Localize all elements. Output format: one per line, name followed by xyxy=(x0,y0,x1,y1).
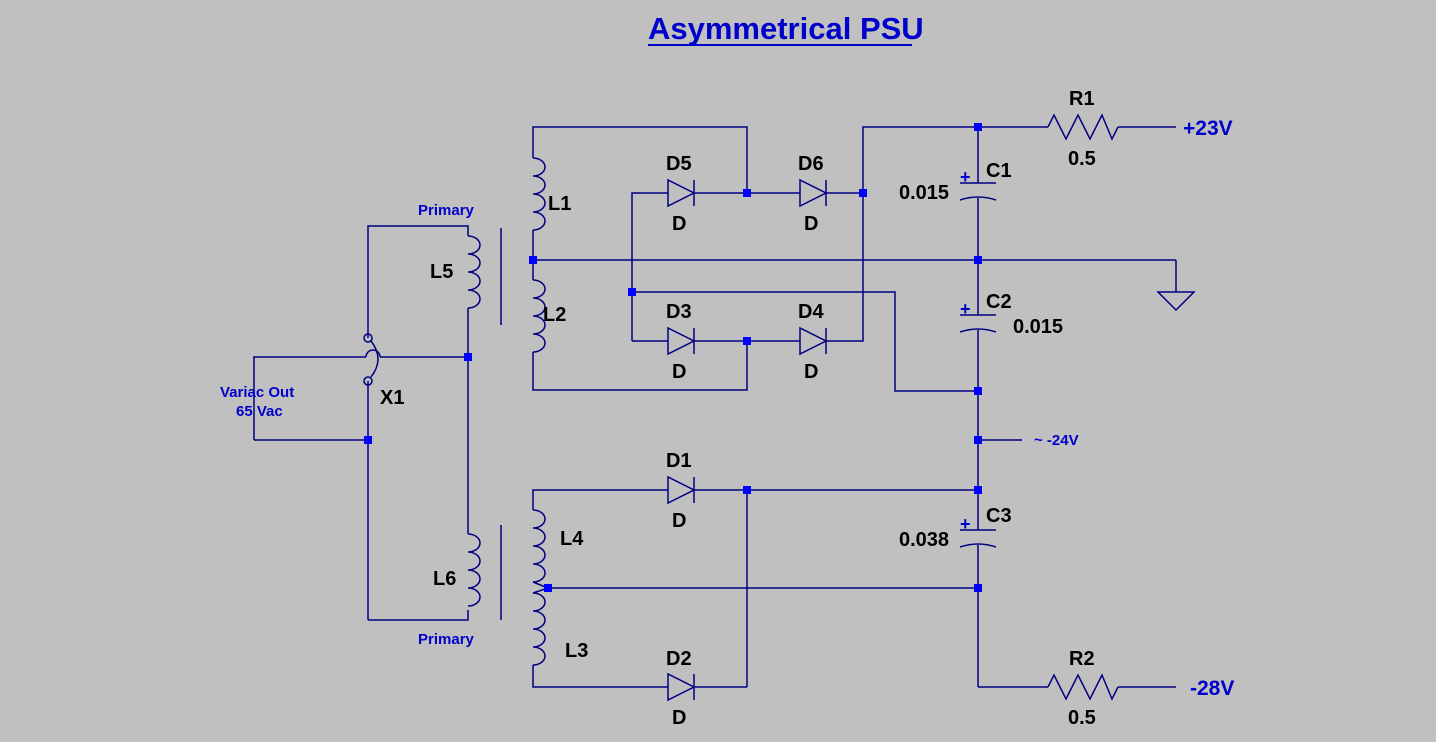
inductor-l5: L5 xyxy=(430,235,481,309)
resistor-r1: R1 0.5 xyxy=(1047,88,1119,170)
diode-d2: D2 D xyxy=(666,648,696,729)
source-label-line2: 65 Vac xyxy=(236,403,283,420)
capacitor-c1-polarity: + xyxy=(960,167,971,187)
inductor-l3: L3 xyxy=(532,592,588,666)
diode-d3: D3 D xyxy=(666,301,696,383)
switch-x1: X1 xyxy=(363,333,404,409)
diode-d2-model: D xyxy=(672,707,686,729)
capacitor-c1-ref: C1 xyxy=(986,160,1012,182)
resistor-r2-value: 0.5 xyxy=(1068,707,1096,729)
diode-d3-model: D xyxy=(672,361,686,383)
diode-d4-ref: D4 xyxy=(798,301,824,323)
inductor-l1: L1 xyxy=(532,157,571,231)
diode-d1: D1 D xyxy=(666,450,696,532)
diode-d6-ref: D6 xyxy=(798,153,824,175)
diode-d1-model: D xyxy=(672,510,686,532)
inductor-l2: L2 xyxy=(532,279,566,353)
net-label-pos-out: +23V xyxy=(1183,117,1233,140)
capacitor-c3-polarity: + xyxy=(960,514,971,534)
capacitor-c2-polarity: + xyxy=(960,299,971,319)
page-title: Asymmetrical PSU xyxy=(648,11,924,46)
junction-nodes xyxy=(364,123,982,592)
inductor-l6: L6 xyxy=(433,533,481,607)
diode-d6: D6 D xyxy=(798,153,828,235)
inductor-l2-label: L2 xyxy=(543,304,566,326)
net-label-mid-tap: ~ -24V xyxy=(1034,432,1079,449)
capacitor-c3-value: 0.038 xyxy=(899,529,949,551)
capacitor-c2: + C2 0.015 xyxy=(959,291,1063,338)
resistor-r2: R2 0.5 xyxy=(1047,648,1119,729)
diode-d5-ref: D5 xyxy=(666,153,692,175)
capacitor-c2-value: 0.015 xyxy=(1013,316,1063,338)
resistor-r1-ref: R1 xyxy=(1069,88,1095,110)
inductor-l6-label: L6 xyxy=(433,568,456,590)
net-label-neg-out: -28V xyxy=(1190,677,1234,700)
inductor-l4-label: L4 xyxy=(560,528,584,550)
inductor-l1-label: L1 xyxy=(548,193,571,215)
resistor-r1-value: 0.5 xyxy=(1068,148,1096,170)
switch-x1-label: X1 xyxy=(380,387,404,409)
diode-d2-ref: D2 xyxy=(666,648,692,670)
capacitor-c3: + C3 0.038 xyxy=(899,505,1012,551)
resistor-r2-ref: R2 xyxy=(1069,648,1095,670)
source-label-line1: Variac Out xyxy=(220,384,294,401)
diode-d4: D4 D xyxy=(798,301,828,383)
diode-d6-model: D xyxy=(804,213,818,235)
capacitor-c1-value: 0.015 xyxy=(899,182,949,204)
diode-d5: D5 D xyxy=(666,153,696,235)
inductor-l4: L4 xyxy=(532,509,584,583)
primary-label-bottom: Primary xyxy=(418,631,475,648)
inductor-l3-label: L3 xyxy=(565,640,588,662)
diode-d4-model: D xyxy=(804,361,818,383)
ground-icon xyxy=(1156,291,1196,312)
capacitor-c3-ref: C3 xyxy=(986,505,1012,527)
inductor-l5-label: L5 xyxy=(430,261,453,283)
primary-label-top: Primary xyxy=(418,202,475,219)
diode-d5-model: D xyxy=(672,213,686,235)
capacitor-c2-ref: C2 xyxy=(986,291,1012,313)
diode-d3-ref: D3 xyxy=(666,301,692,323)
diode-d1-ref: D1 xyxy=(666,450,692,472)
capacitor-c1: + C1 0.015 xyxy=(899,160,1012,204)
